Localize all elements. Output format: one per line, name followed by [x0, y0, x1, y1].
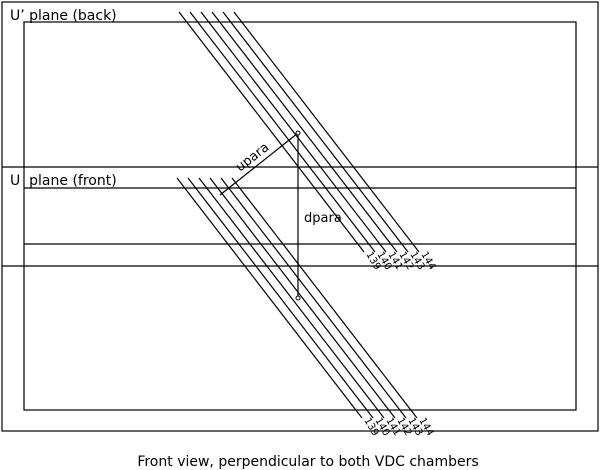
front-wire — [220, 177, 407, 419]
upara-line — [219, 132, 299, 196]
back-wire — [222, 11, 409, 253]
upara-end-point — [295, 130, 301, 136]
front-wire — [176, 177, 363, 419]
front-wire — [198, 177, 385, 419]
back-plane-wires — [178, 11, 420, 253]
back-wire — [211, 11, 398, 253]
dpara-end-point — [295, 295, 301, 301]
back-wire — [189, 11, 376, 253]
front-plane-wires — [176, 177, 418, 419]
back-plane-inner-frame — [23, 21, 577, 411]
front-wire — [209, 177, 396, 419]
back-wire — [233, 11, 420, 253]
front-plane-label: U plane (front) — [10, 173, 117, 189]
back-plane-outer-frame — [1, 1, 599, 432]
back-wire — [178, 11, 365, 253]
front-wire — [231, 177, 418, 419]
back-plane-label: U’ plane (back) — [10, 8, 117, 24]
front-wire — [187, 177, 374, 419]
dpara-label: dpara — [304, 211, 342, 226]
back-wire — [200, 11, 387, 253]
figure-caption: Front view, perpendicular to both VDC ch… — [137, 454, 478, 470]
